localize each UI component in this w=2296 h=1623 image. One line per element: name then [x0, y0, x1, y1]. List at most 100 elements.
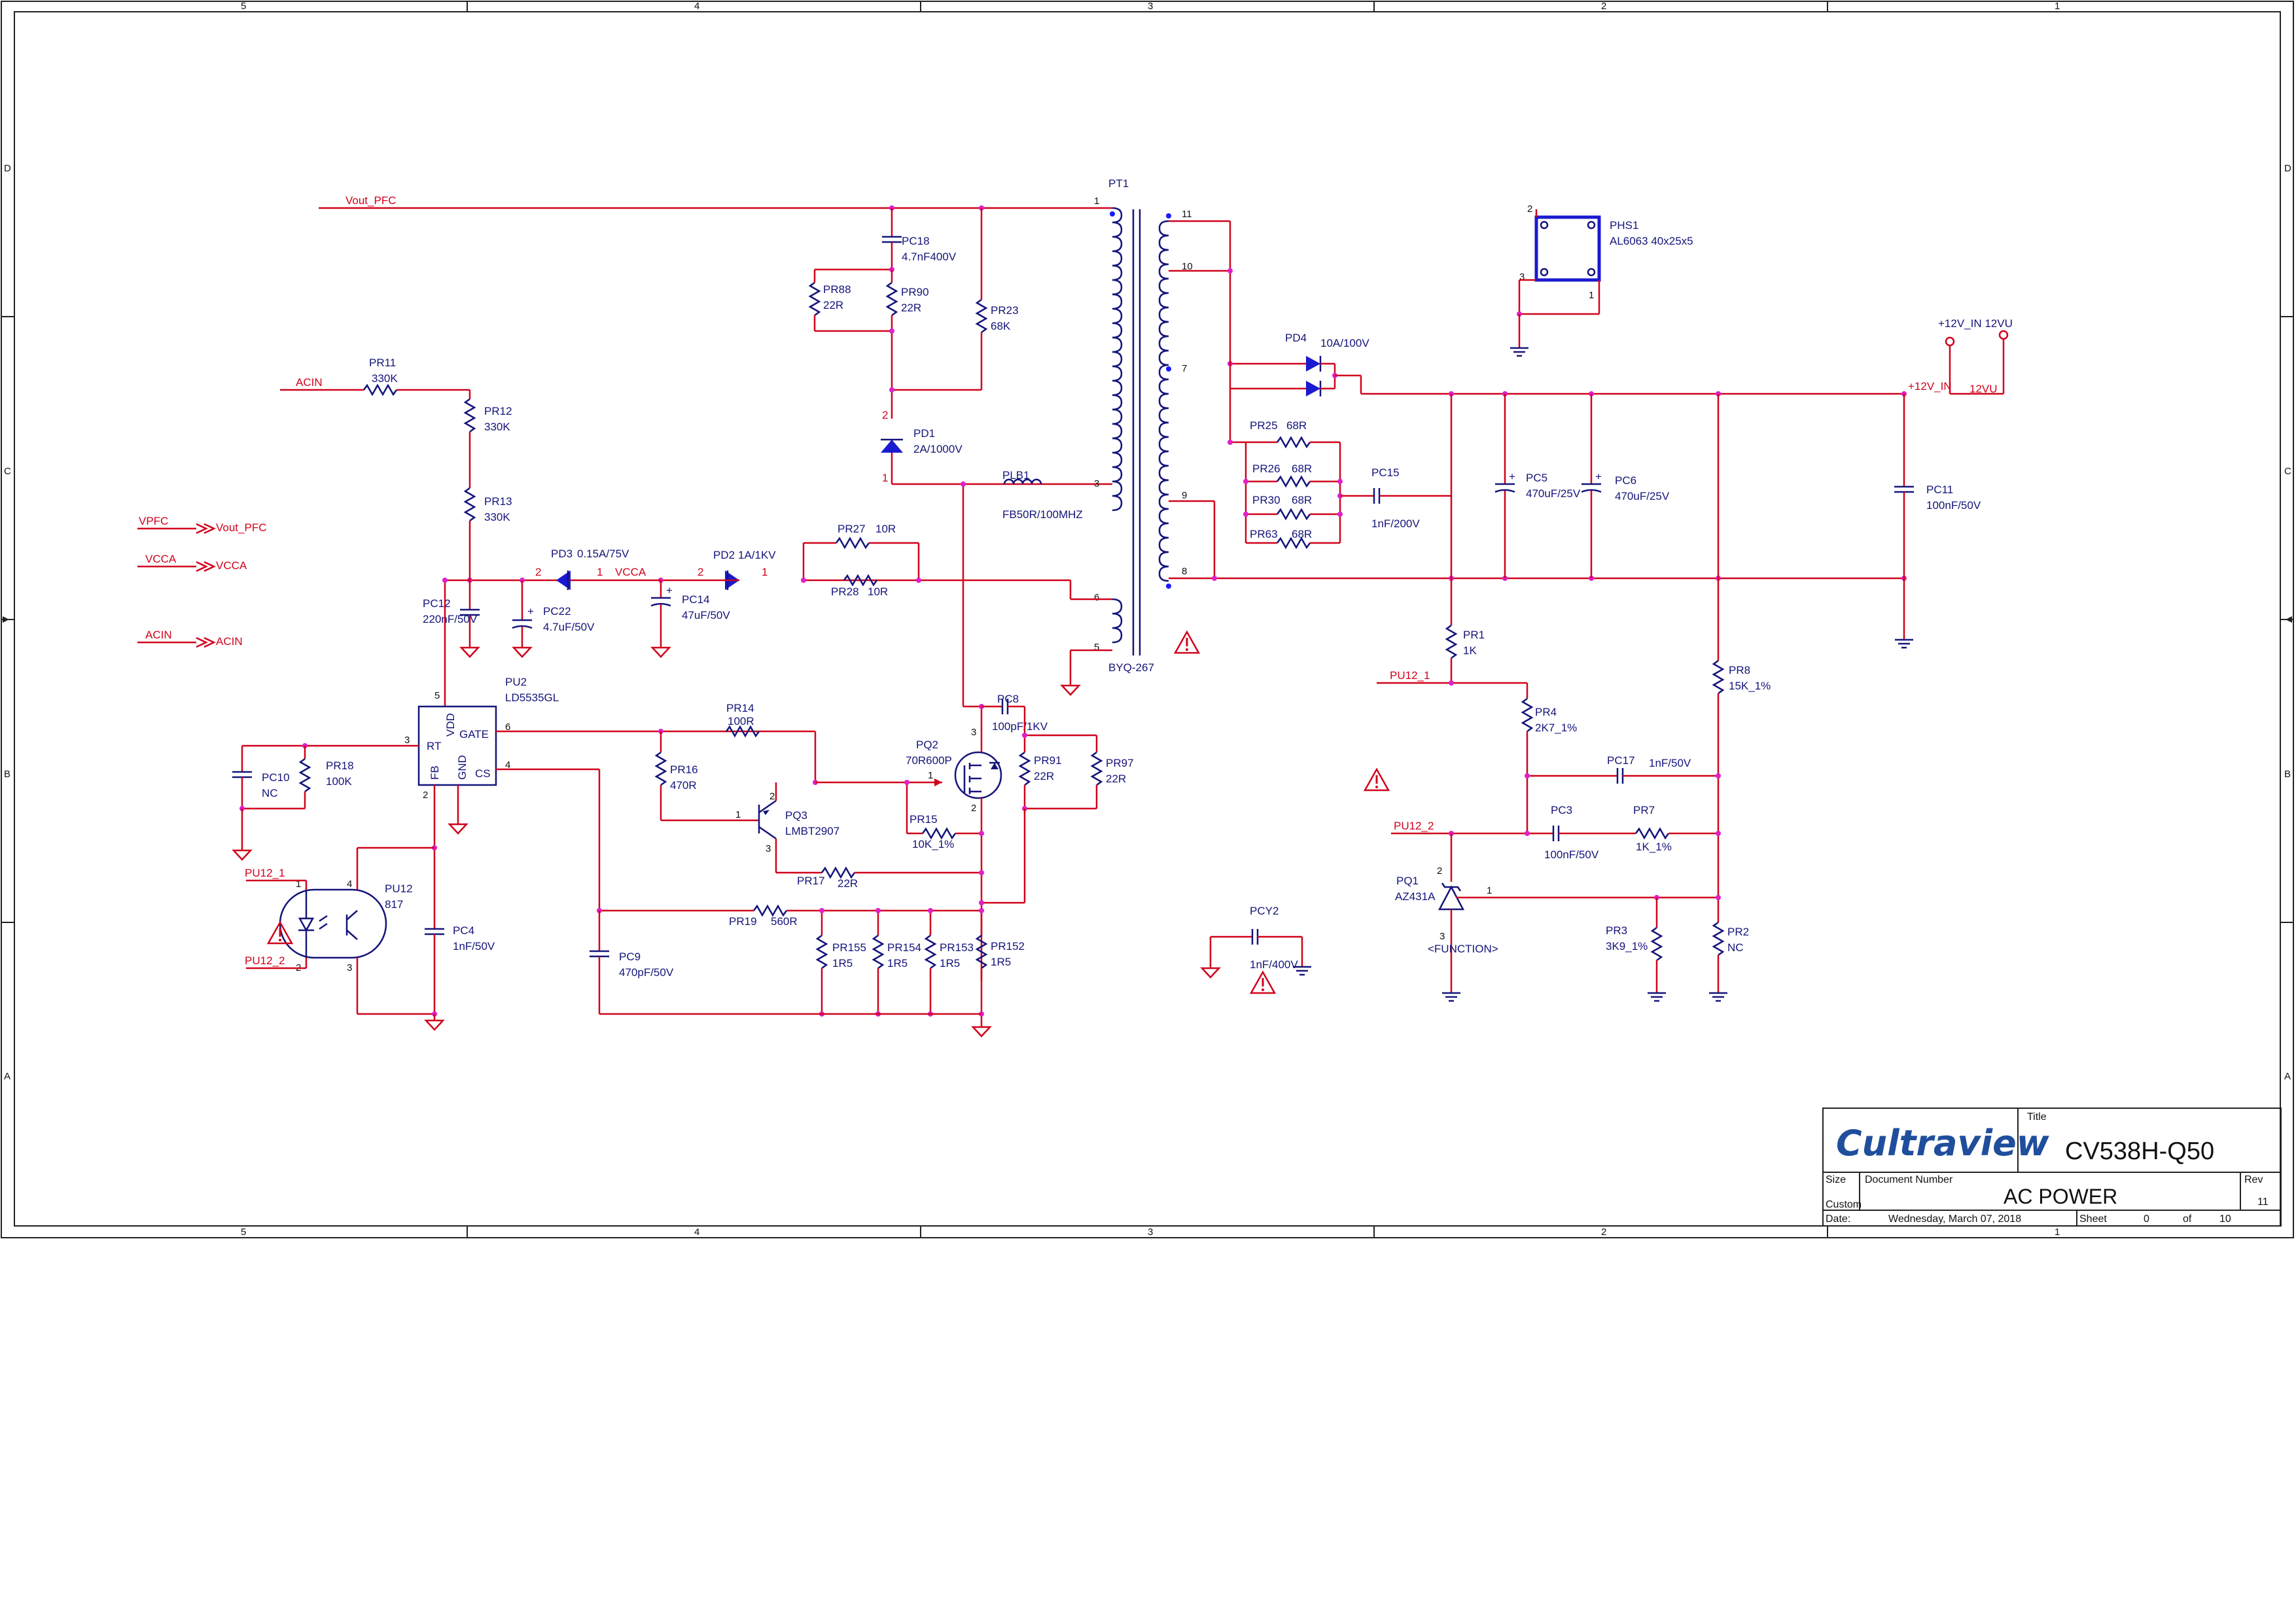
- pr13-ref: PR13: [484, 495, 512, 508]
- sheet-value: 0: [2144, 1213, 2149, 1225]
- pc4-value: 1nF/50V: [453, 940, 495, 952]
- pu2-pin-fb: FB: [429, 765, 441, 780]
- row-label-a-right: A: [2284, 1071, 2291, 1082]
- pt1-pin-3: 3: [1094, 478, 1099, 489]
- pr4-value: 2K7_1%: [1535, 722, 1577, 734]
- row-label-c-left: C: [4, 466, 11, 477]
- gate-drive-section: PR14 100R 1 PR16 470R 2 1 3 PQ3 LMBT2907…: [496, 481, 1134, 1038]
- pd4-value: 10A/100V: [1320, 337, 1369, 349]
- pq3-pin-1: 1: [735, 809, 741, 820]
- pu2-value: LD5535GL: [505, 691, 559, 704]
- pd4-ref: PD4: [1285, 332, 1307, 344]
- pt1-pin-8: 8: [1182, 566, 1187, 577]
- pr12-value: 330K: [484, 421, 510, 433]
- transformer-pt1: PT1 BYQ-267 1 3 6 5 11 10 7 9 8: [1094, 177, 1200, 674]
- pu2-pin-num-3: 3: [404, 735, 410, 746]
- col-label-3-top: 3: [1148, 1, 1153, 12]
- pd2-pin-2: 2: [698, 566, 703, 578]
- pr26-value: 68R: [1292, 462, 1312, 475]
- pu2-pin-rt: RT: [427, 740, 441, 752]
- feedback-warning-icon: [1364, 768, 1390, 792]
- secondary-output-section: PD4 10A/100V PR25 68R PR26 68R PR30 68R …: [1169, 220, 2013, 649]
- pc6-value: 470uF/25V: [1615, 490, 1670, 502]
- pd3-value: 0.15A/75V: [577, 548, 629, 560]
- col-label-2-bottom: 2: [1601, 1227, 1606, 1238]
- pr63-value: 68R: [1292, 528, 1312, 540]
- pr27-ref: PR27: [838, 523, 866, 535]
- pq2-ref: PQ2: [916, 739, 938, 751]
- pr4-ref: PR4: [1535, 706, 1557, 718]
- pr12-ref: PR12: [484, 405, 512, 417]
- pu2-pin-num-5: 5: [434, 690, 440, 701]
- pr152-ref: PR152: [991, 940, 1025, 952]
- net-plus12v-in: +12V_IN: [1908, 380, 1952, 393]
- pc14-value: 47uF/50V: [682, 609, 730, 621]
- pu12-ref: PU12: [385, 882, 413, 895]
- pc15-ref: PC15: [1371, 466, 1400, 479]
- row-label-a-left: A: [4, 1071, 10, 1082]
- pq1-pin-1: 1: [1487, 885, 1492, 896]
- row-label-b-right: B: [2284, 769, 2291, 780]
- col-label-1-top: 1: [2055, 1, 2060, 12]
- pc15-value: 1nF/200V: [1371, 517, 1420, 530]
- of-label: of: [2183, 1213, 2192, 1225]
- pr8-ref: PR8: [1729, 664, 1750, 676]
- pu12-pin-4: 4: [347, 879, 352, 890]
- pd1-pin-1: 1: [882, 472, 888, 484]
- pr19-value: 560R: [771, 915, 798, 928]
- col-label-4-bottom: 4: [694, 1227, 699, 1238]
- col-label-5-bottom: 5: [241, 1227, 246, 1238]
- pr2-ref: PR2: [1727, 926, 1749, 938]
- cultraview-logo: Cultraview: [1836, 1123, 2050, 1164]
- col-label-3-bottom: 3: [1148, 1227, 1153, 1238]
- pr25-ref: PR25: [1250, 419, 1278, 432]
- pr23-ref: PR23: [991, 304, 1019, 317]
- pt1-pin-11: 11: [1182, 209, 1192, 220]
- pr14-value: 100R: [728, 715, 754, 727]
- pr11-ref: PR11: [369, 357, 396, 369]
- pq3-pin-3: 3: [766, 843, 771, 854]
- pt1-pin-1: 1: [1094, 196, 1099, 207]
- pu2-pin-gnd: GND: [456, 755, 468, 780]
- date-label: Date:: [1826, 1213, 1850, 1225]
- pr97-value: 22R: [1106, 773, 1126, 785]
- title-label: Title: [2027, 1111, 2047, 1123]
- pr27-value: 10R: [875, 523, 896, 535]
- pq2-pin-3: 3: [971, 727, 976, 738]
- heatsink-phs1: PHS1 AL6063 40x25x5 2 3 1: [1509, 203, 1693, 357]
- pr97-ref: PR97: [1106, 757, 1134, 769]
- pr91-value: 22R: [1034, 770, 1054, 782]
- pq1-ref: PQ1: [1396, 875, 1419, 887]
- row-label-d-right: D: [2284, 163, 2291, 174]
- pu2-pin-num-4: 4: [505, 759, 510, 771]
- pd1-pin-2: 2: [882, 409, 888, 421]
- pu2-pin-vdd: VDD: [444, 713, 457, 737]
- pd2-value: 1A/1KV: [738, 549, 776, 561]
- col-label-5-top: 5: [241, 1, 246, 12]
- pd2-pin-1: 1: [762, 566, 768, 578]
- pr28-ref: PR28: [831, 585, 859, 598]
- pcy2-ref: PCY2: [1250, 905, 1279, 917]
- pu2-ref: PU2: [505, 676, 527, 688]
- col-label-2-top: 2: [1601, 1, 1606, 12]
- frame-column-labels: 5 4 3 2 1 5 4 3 2 1 D C B A D C B A: [4, 1, 2291, 1238]
- pq3-value: LMBT2907: [785, 825, 839, 837]
- pq1-value: AZ431A: [1395, 890, 1436, 903]
- pr19-ref: PR19: [729, 915, 757, 928]
- pr153-ref: PR153: [940, 941, 974, 954]
- plb1-value: FB50R/100MHZ: [1002, 508, 1083, 521]
- pd3-pin-2: 2: [535, 566, 541, 578]
- pcy2-value: 1nF/400V: [1250, 958, 1298, 971]
- net-vcca-port: VCCA: [216, 559, 247, 572]
- pc17-ref: PC17: [1607, 754, 1635, 767]
- pt1-value: BYQ-267: [1108, 661, 1154, 674]
- pq3-ref: PQ3: [785, 809, 807, 822]
- pc18-value: 4.7nF400V: [902, 251, 957, 263]
- pr154-value: 1R5: [887, 957, 908, 969]
- col-label-4-top: 4: [694, 1, 699, 12]
- pc6-plus: +: [1595, 470, 1602, 483]
- net-ports: VPFC Vout_PFC VCCA VCCA ACIN ACIN: [137, 515, 267, 648]
- pt1-pin-6: 6: [1094, 592, 1099, 603]
- title-block: Cultraview Title CV538H-Q50 Size Custom …: [1822, 1108, 2282, 1227]
- pd3-ref: PD3: [551, 548, 573, 560]
